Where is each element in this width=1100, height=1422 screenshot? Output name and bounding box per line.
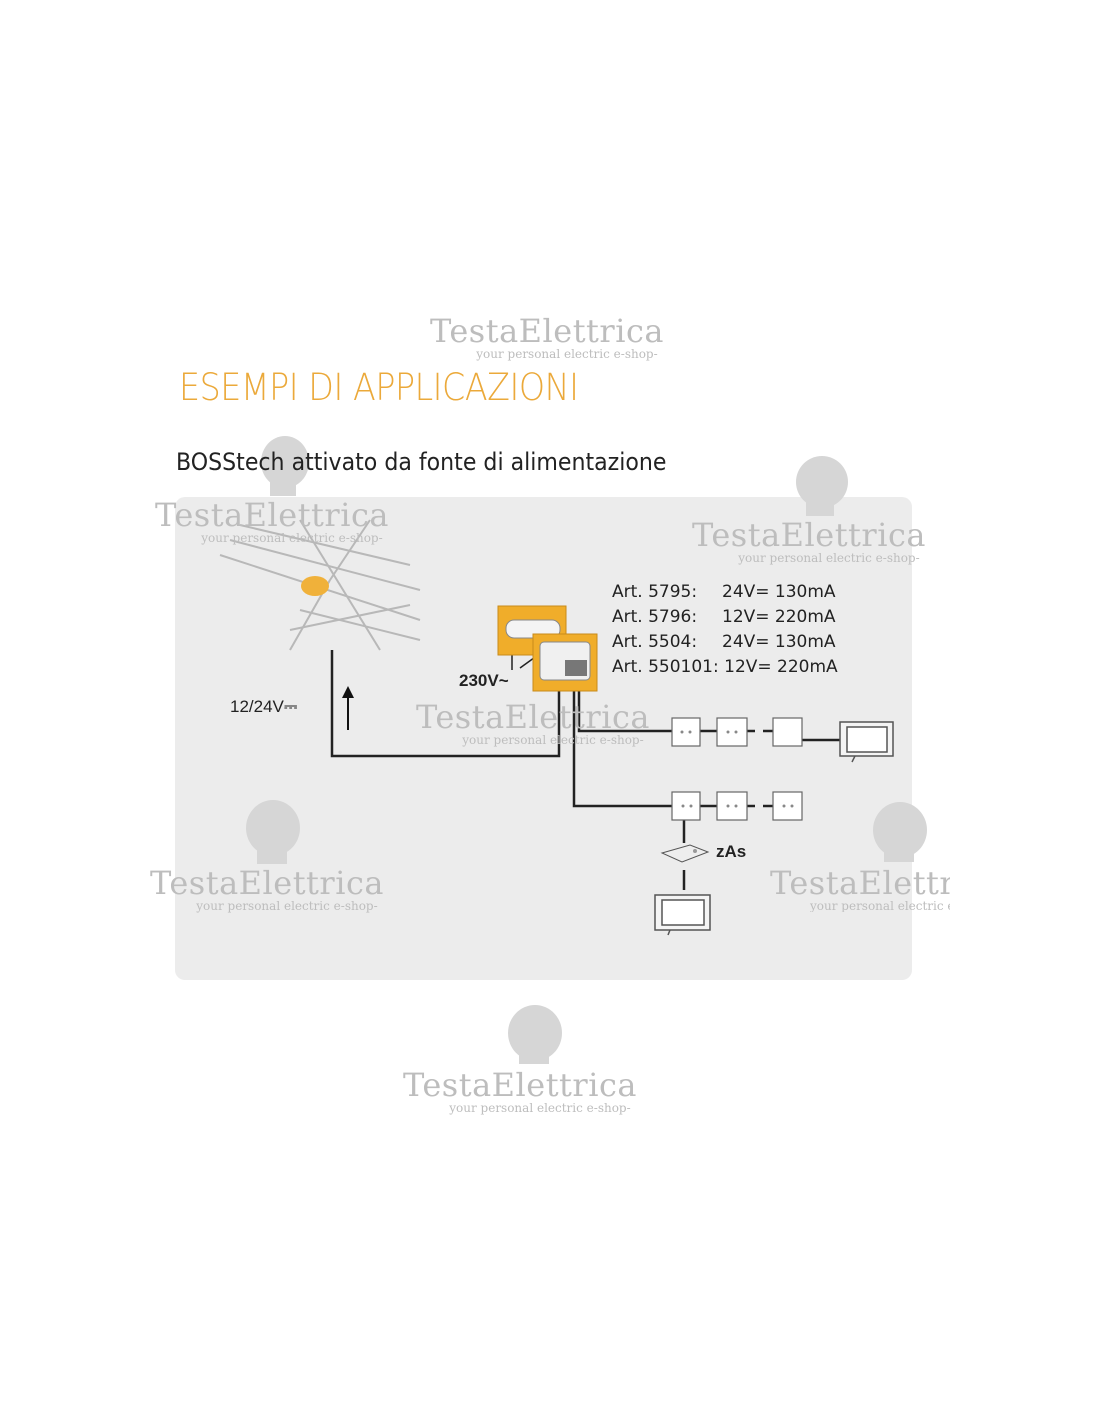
tv-icon <box>654 721 894 936</box>
article-row: Art. 5796:12V= 220mA <box>612 607 836 627</box>
cables <box>330 650 840 890</box>
lnb-icon <box>301 576 329 596</box>
receiver-icon <box>660 844 710 863</box>
page-title: ESEMPI DI APPLICAZIONI <box>179 366 579 409</box>
article-row: Art. 5504:24V= 130mA <box>612 632 836 652</box>
mains-voltage-label: 230V~ <box>459 671 509 690</box>
up-arrow-icon <box>342 686 354 730</box>
article-specs: Art. 5795:24V= 130mA Art. 5796:12V= 220m… <box>612 580 838 680</box>
receiver-label: zAs <box>716 842 747 861</box>
article-row: Art. 550101: 12V= 220mA <box>612 657 838 677</box>
watermark-head-icon <box>246 436 927 1064</box>
section-subtitle: BOSStech attivato da fonte di alimentazi… <box>176 448 667 476</box>
dc-voltage-label: 12/24V⎓ <box>230 697 298 716</box>
article-row: Art. 5795:24V= 130mA <box>612 582 836 602</box>
wall-outlet-icons <box>671 717 803 821</box>
power-supply-icon <box>497 605 598 692</box>
